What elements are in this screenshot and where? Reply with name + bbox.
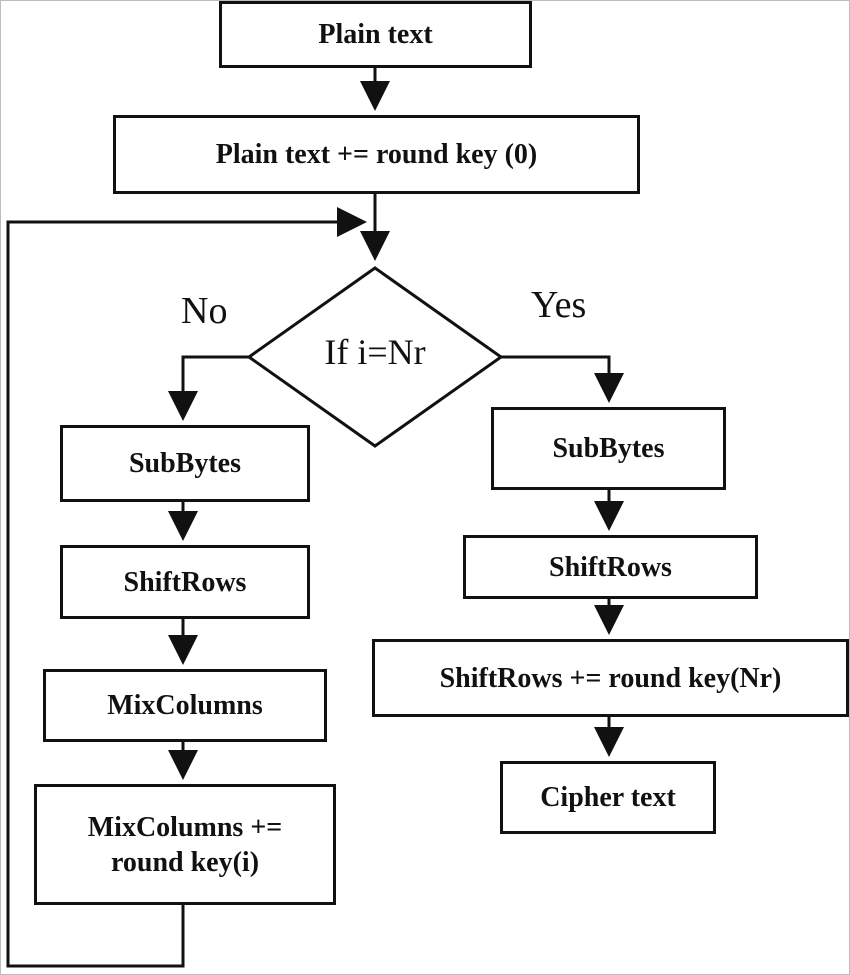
decision-label: If i=Nr: [324, 332, 426, 372]
decision-diamond: [246, 266, 504, 448]
arrow-loop-back-to-decision: [6, 207, 367, 968]
node-yes-add-round-key: ShiftRows += round key(Nr): [372, 639, 849, 717]
node-no-subbytes: SubBytes: [60, 425, 310, 502]
node-yes-subbytes: SubBytes: [491, 407, 726, 490]
node-no-mixcolumns: MixColumns: [43, 669, 327, 742]
arrow-decision-to-no-subbytes: [168, 355, 249, 421]
node-add-round-key-0: Plain text += round key (0): [113, 115, 640, 194]
node-cipher-text: Cipher text: [500, 761, 716, 834]
node-yes-shiftrows: ShiftRows: [463, 535, 758, 599]
node-no-shiftrows: ShiftRows: [60, 545, 310, 619]
branch-label-no: No: [181, 290, 228, 332]
branch-label-yes: Yes: [531, 284, 587, 326]
node-plain-text: Plain text: [219, 1, 532, 68]
arrow-decision-to-yes-subbytes: [501, 355, 624, 403]
node-no-add-round-key: MixColumns += round key(i): [34, 784, 336, 905]
